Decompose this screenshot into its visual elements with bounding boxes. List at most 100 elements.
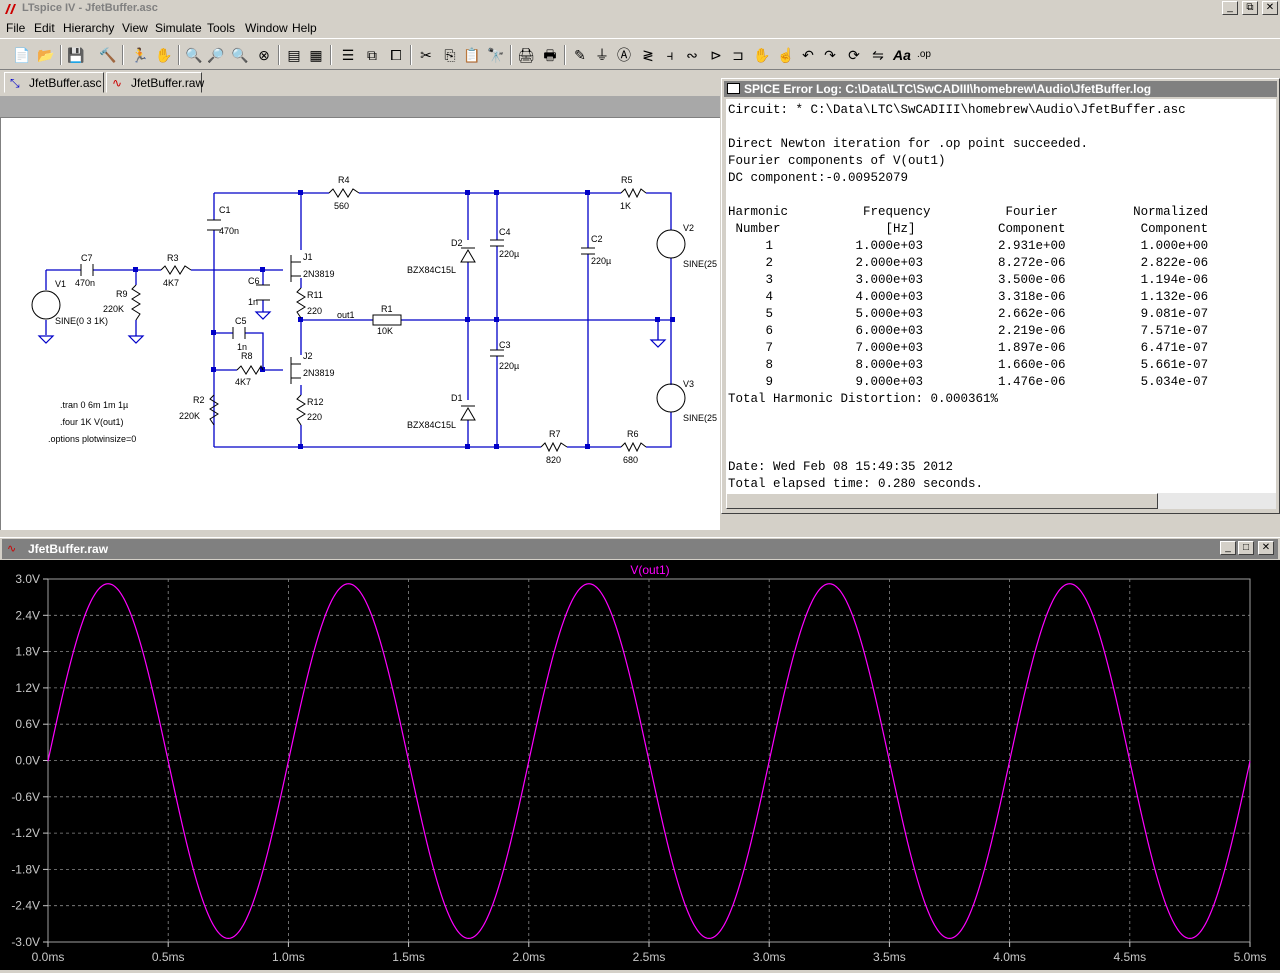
label-r11: R11 xyxy=(307,290,323,300)
toolbar-separator xyxy=(60,45,62,65)
wire-icon[interactable]: ✎ xyxy=(574,47,586,63)
x-tick-label: 4.0ms xyxy=(993,950,1026,964)
y-tick-label: -1.8V xyxy=(11,862,40,876)
run-icon[interactable]: 🏃 xyxy=(131,47,149,63)
capacitor-icon[interactable]: ⫞ xyxy=(666,47,674,63)
print-icon[interactable]: 🖶 xyxy=(543,47,557,63)
rotate-icon[interactable]: ⟳ xyxy=(848,47,860,63)
label-icon[interactable]: Ⓐ xyxy=(617,47,631,63)
copy-icon[interactable]: ⎘ xyxy=(444,47,456,63)
x-tick-label: 5.0ms xyxy=(1234,950,1267,964)
zoom-out-icon[interactable]: 🔍 xyxy=(231,47,249,63)
menu-file[interactable]: File xyxy=(6,21,26,35)
menu-simulate[interactable]: Simulate xyxy=(155,21,202,35)
label-c4-value: 220µ xyxy=(499,249,519,259)
mirror-icon[interactable]: ⇋ xyxy=(872,47,884,63)
y-tick-label: 2.4V xyxy=(15,608,40,622)
new-schematic-icon[interactable]: 📄 xyxy=(13,47,31,63)
trace-label-vout1[interactable]: V(out1) xyxy=(630,563,669,577)
toolbar-separator xyxy=(410,45,412,65)
spice-directive-tran[interactable]: .tran 0 6m 1m 1µ xyxy=(60,400,128,410)
ground-icon[interactable]: ⏚ xyxy=(595,47,609,63)
open-icon[interactable]: 📂 xyxy=(37,47,55,63)
menu-window[interactable]: Window xyxy=(245,21,288,35)
label-r4-value: 560 xyxy=(334,201,349,211)
tab-waveform[interactable]: ∿ JfetBuffer.raw xyxy=(106,72,205,93)
pan-icon[interactable]: 🔎 xyxy=(207,47,225,63)
error-log-line: 6 6.000e+03 2.219e-06 7.571e-07 xyxy=(728,324,1209,338)
menu-edit[interactable]: Edit xyxy=(34,21,55,35)
menu-view[interactable]: View xyxy=(122,21,148,35)
redo-icon[interactable]: ↷ xyxy=(824,47,836,63)
halt-icon[interactable]: ✋ xyxy=(155,47,173,63)
zoom-fit-icon[interactable]: ⊗ xyxy=(258,47,270,63)
minimize-button[interactable]: _ xyxy=(1222,1,1238,15)
diode-icon[interactable]: ⊳ xyxy=(710,47,722,63)
label-r1-value: 10K xyxy=(377,326,393,336)
label-c1-value: 470n xyxy=(219,226,239,236)
waveform-maximize-button[interactable]: □ xyxy=(1238,541,1254,555)
move-icon[interactable]: ✋ xyxy=(753,47,771,63)
menu-hierarchy[interactable]: Hierarchy xyxy=(63,21,115,35)
error-log-line xyxy=(728,425,1276,442)
components xyxy=(31,187,686,453)
tile-icon[interactable]: ☰ xyxy=(341,47,355,63)
y-tick-label: -3.0V xyxy=(11,935,40,949)
close-windows-icon[interactable]: ⧠ xyxy=(390,47,402,63)
cascade-icon[interactable]: ⧉ xyxy=(367,47,377,63)
restore-button[interactable]: ⧉ xyxy=(1242,1,1258,15)
schematic-canvas[interactable]: C1 470n C7 470n R3 4K7 V1 SINE(0 3 1K) R… xyxy=(0,118,720,530)
label-c2-value: 220µ xyxy=(591,256,611,266)
cut-icon[interactable]: ✂ xyxy=(420,47,432,63)
find-icon[interactable]: 🔭 xyxy=(487,47,505,63)
paste-icon[interactable]: 📋 xyxy=(463,47,481,63)
error-log-line: DC component:-0.00952079 xyxy=(728,171,909,185)
tab-label: JfetBuffer.raw xyxy=(131,76,205,90)
text-icon[interactable]: Aa xyxy=(893,47,911,63)
label-j2-value: 2N3819 xyxy=(303,368,335,378)
menu-tools[interactable]: Tools xyxy=(207,21,236,35)
ltspice-app-icon xyxy=(3,2,17,16)
waveform-minimize-button[interactable]: _ xyxy=(1220,541,1236,555)
label-d1-value: BZX84C15L xyxy=(407,420,456,430)
undo-icon[interactable]: ↶ xyxy=(802,47,814,63)
save-icon[interactable]: 💾 xyxy=(67,47,85,63)
label-r3-value: 4K7 xyxy=(163,278,179,288)
x-tick-label: 4.5ms xyxy=(1113,950,1146,964)
log-window-icon xyxy=(727,83,740,94)
spice-directive-options[interactable]: .options plotwinsize=0 xyxy=(48,434,136,444)
x-tick-label: 0.0ms xyxy=(32,950,65,964)
resistor-icon[interactable]: ≷ xyxy=(642,47,654,63)
label-r12-value: 220 xyxy=(307,412,322,422)
waveform-icon[interactable]: ▦ xyxy=(309,47,323,63)
waveform-plot-svg[interactable]: V(out1) 3.0V2.4V1.8V1.2V0.6V0.0V-0.6V-1.… xyxy=(0,560,1280,970)
label-r9-value: 220K xyxy=(103,304,124,314)
waveform-close-button[interactable]: ✕ xyxy=(1258,541,1274,555)
control-panel-icon[interactable]: 🔨 xyxy=(99,47,117,63)
close-button[interactable]: ✕ xyxy=(1262,1,1278,15)
label-r8-value: 4K7 xyxy=(235,377,251,387)
component-icon[interactable]: ⊐ xyxy=(732,47,744,63)
error-log-line: Direct Newton iteration for .op point su… xyxy=(728,137,1089,151)
spice-directive-icon[interactable]: .op xyxy=(917,49,931,60)
print-preview-icon[interactable]: 🖨 xyxy=(517,47,535,63)
label-c6: C6 xyxy=(248,276,260,286)
error-log-line xyxy=(728,119,1276,136)
label-j2: J2 xyxy=(303,351,313,361)
autorange-icon[interactable]: ▤ xyxy=(287,47,301,63)
menu-help[interactable]: Help xyxy=(292,21,317,35)
ground-symbols xyxy=(37,311,667,348)
error-log-horizontal-scrollbar[interactable] xyxy=(726,493,1276,509)
y-tick-label: 0.6V xyxy=(15,717,40,731)
document-tabs: ⤡ JfetBuffer.asc ∿ JfetBuffer.raw xyxy=(0,70,720,94)
error-log-text[interactable]: Circuit: * C:\Data\LTC\SwCADIII\homebrew… xyxy=(726,99,1276,493)
inductor-icon[interactable]: ∾ xyxy=(686,47,698,63)
drag-icon[interactable]: ☝ xyxy=(777,47,795,63)
spice-directive-four[interactable]: .four 1K V(out1) xyxy=(60,417,124,427)
label-r5-value: 1K xyxy=(620,201,631,211)
zoom-in-icon[interactable]: 🔍 xyxy=(185,47,203,63)
tab-schematic[interactable]: ⤡ JfetBuffer.asc xyxy=(4,72,104,93)
scrollbar-thumb[interactable] xyxy=(726,493,1158,509)
